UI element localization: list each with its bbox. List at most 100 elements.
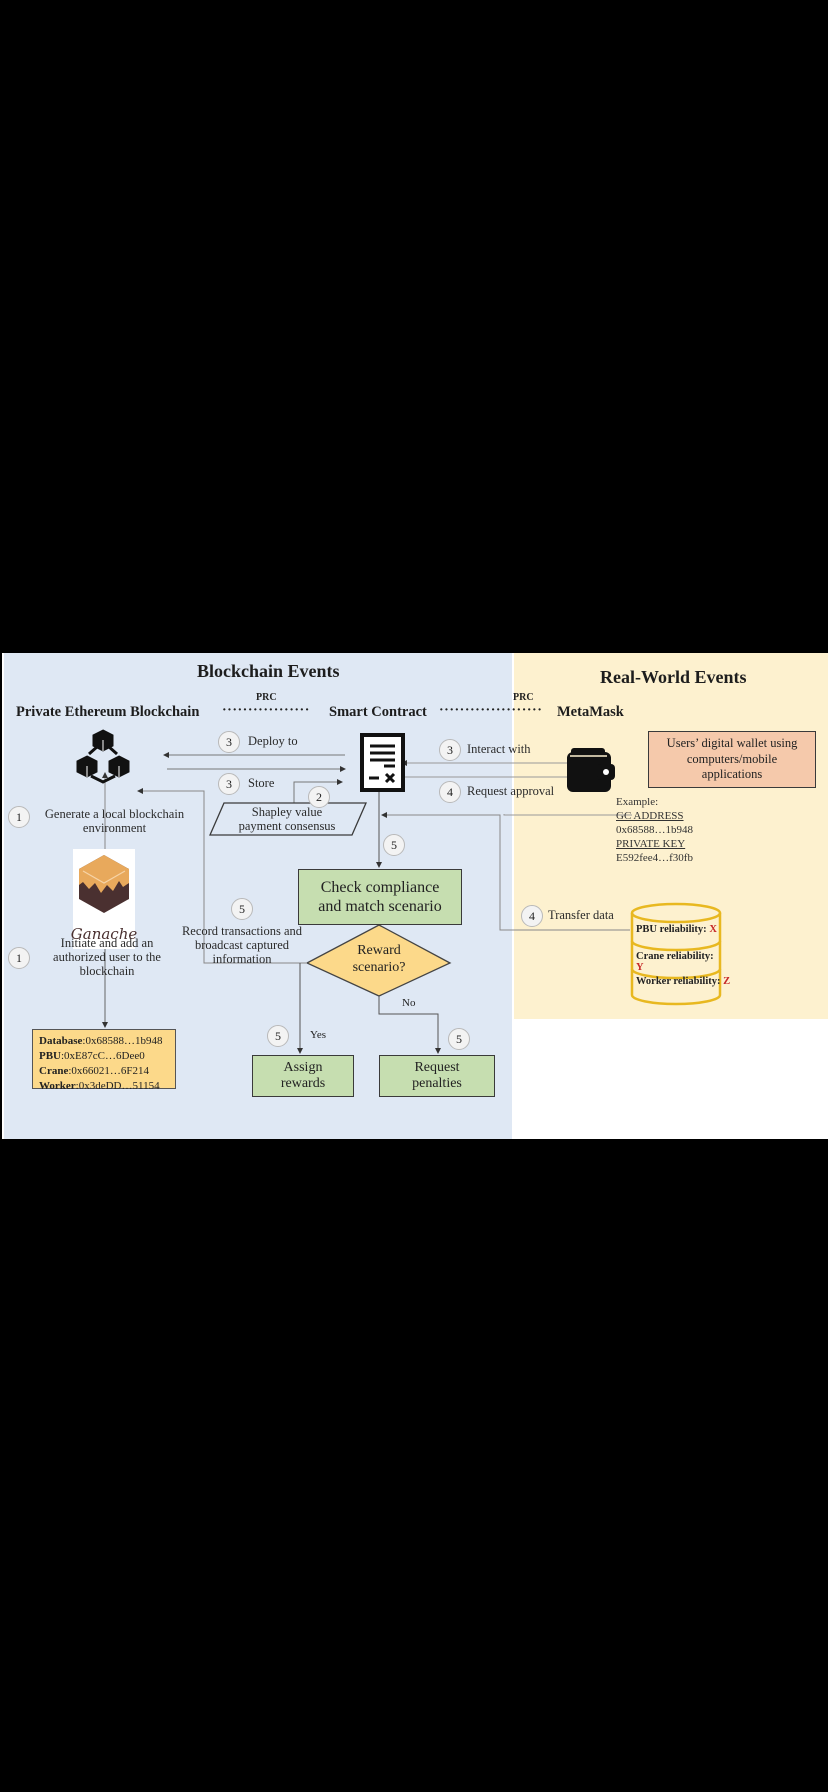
worker-reliability-label: Worker reliability:	[636, 976, 724, 987]
interact-with-label: Interact with	[467, 742, 531, 756]
assign-line-1: Assign	[283, 1059, 323, 1075]
account-name: PBU	[39, 1049, 61, 1062]
no-label: No	[402, 997, 416, 1009]
crane-reliability-value: Y	[636, 961, 644, 973]
gc-address-label: GC ADDRESS	[616, 810, 684, 823]
step-badge-shapley: 2	[308, 786, 330, 808]
record-line-1: Record transactions and	[181, 924, 303, 938]
smart-contract-icon	[360, 733, 405, 792]
wallet-example: Example: GC ADDRESS 0x68588…1b948 PRIVAT…	[616, 795, 693, 865]
step-badge-penalty: 5	[448, 1028, 470, 1050]
step-badge-request-approval: 4	[439, 781, 461, 803]
wallet-desc-line-1: Users’ digital wallet using	[666, 736, 798, 751]
step-badge-interact: 3	[439, 739, 461, 761]
arrow-no	[378, 996, 441, 1054]
deploy-to-label: Deploy to	[248, 734, 298, 748]
transfer-data-arrow	[381, 812, 630, 931]
pbu-reliability-value: X	[709, 924, 717, 935]
account-name: Database	[39, 1035, 83, 1047]
connectors: Ganache	[71, 729, 722, 1054]
initiate-line-1: Initiate and add an	[60, 936, 154, 950]
gc-address-value: 0x68588…1b948	[616, 824, 693, 837]
account-row: Worker:0x3deDD…51154	[39, 1079, 169, 1094]
request-penalties-node: Request penalties	[379, 1055, 495, 1097]
wallet-desc-line-3: applications	[701, 767, 763, 782]
private-key-value: E592fee4…f30fb	[616, 852, 693, 865]
initiate-user-label: Initiate and add an authorized user to t…	[42, 936, 172, 978]
worker-reliability: Worker reliability: Z	[636, 976, 730, 988]
architecture-diagram: Ganache Blockchain Events Real-World Eve…	[2, 653, 828, 1139]
decision-line-1: Reward	[357, 943, 401, 958]
accounts-box: Database:0x68588…1b948 PBU:0xE87cC…6Dee0…	[32, 1029, 176, 1092]
record-line-3: information	[212, 952, 272, 966]
account-row: Crane:0x66021…6F214	[39, 1064, 169, 1079]
crane-reliability: Crane reliability: Y	[636, 951, 714, 973]
blockchain-events-title: Blockchain Events	[197, 661, 340, 681]
transfer-data-label: Transfer data	[548, 908, 614, 922]
record-line-2: broadcast captured	[194, 938, 290, 952]
generate-line-2: environment	[82, 821, 147, 835]
check-compliance-node: Check compliance and match scenario	[298, 869, 462, 925]
metamask-label: MetaMask	[557, 704, 624, 720]
assign-rewards-node: Assign rewards	[252, 1055, 354, 1097]
penalty-line-2: penalties	[412, 1076, 462, 1091]
step-badge-deploy: 3	[218, 731, 240, 753]
step-badge-initiate: 1	[8, 947, 30, 969]
account-row: PBU:0xE87cC…6Dee0	[39, 1049, 169, 1064]
generate-line-1: Generate a local blockchain	[44, 807, 185, 821]
yes-label: Yes	[310, 1029, 327, 1041]
check-line-2: and match scenario	[318, 898, 442, 915]
account-address: :0xE87cC…6Dee0	[61, 1049, 145, 1062]
shapley-node-text: Shapley value payment consensus	[216, 805, 358, 833]
wallet-desc-line-2: computers/mobile	[686, 751, 778, 766]
account-address: :0x3deDD…51154	[75, 1079, 160, 1092]
account-address: :0x66021…6F214	[68, 1064, 150, 1077]
smart-contract-label: Smart Contract	[329, 704, 427, 720]
private-ethereum-blockchain-label: Private Ethereum Blockchain	[16, 704, 200, 720]
real-world-events-title: Real-World Events	[600, 667, 747, 687]
decision-text: Reward scenario?	[329, 943, 429, 977]
initiate-line-3: blockchain	[79, 964, 135, 978]
ganache-label: Ganache	[71, 925, 138, 943]
arrow-record-transactions	[137, 788, 307, 964]
prc-connector-left: ·················	[222, 703, 310, 718]
step-badge-generate: 1	[8, 806, 30, 828]
step-badge-assign: 5	[267, 1025, 289, 1047]
blockchain-network-icon	[76, 729, 130, 784]
step-badge-transfer: 4	[521, 905, 543, 927]
worker-reliability-value: Z	[723, 976, 731, 987]
record-transactions-label: Record transactions and broadcast captur…	[172, 924, 312, 966]
wallet-icon	[567, 748, 615, 792]
penalty-line-1: Request	[414, 1059, 460, 1075]
account-row: Database:0x68588…1b948	[39, 1034, 169, 1049]
crane-reliability-label: Crane reliability:	[636, 951, 714, 962]
account-name: Crane	[39, 1064, 69, 1077]
request-approval-label: Request approval	[467, 784, 555, 798]
example-label: Example:	[616, 796, 659, 808]
pbu-reliability-label: PBU reliability:	[636, 924, 710, 935]
wallet-description-box: Users’ digital wallet using computers/mo…	[648, 731, 816, 788]
step-badge-record: 5	[231, 898, 253, 920]
generate-blockchain-label: Generate a local blockchain environment	[32, 807, 197, 835]
assign-line-2: rewards	[280, 1076, 326, 1091]
private-key-label: PRIVATE KEY	[616, 838, 686, 851]
step-badge-store: 3	[218, 773, 240, 795]
real-world-events-panel	[514, 653, 828, 1019]
shapley-line-1: Shapley value	[251, 805, 323, 819]
prc-connector-right: ····················	[439, 703, 543, 718]
account-name: Worker	[39, 1079, 76, 1092]
step-badge-check: 5	[383, 834, 405, 856]
prc-label-left: PRC	[256, 692, 277, 703]
shapley-line-2: payment consensus	[238, 819, 336, 833]
prc-label-right: PRC	[513, 692, 534, 703]
ganache-logo: Ganache	[71, 849, 138, 949]
decision-line-2: scenario?	[352, 959, 406, 975]
check-line-1: Check compliance	[320, 878, 440, 896]
initiate-line-2: authorized user to the	[53, 950, 161, 964]
database-cylinder-icon	[630, 902, 722, 1006]
store-label: Store	[248, 776, 275, 790]
arrow-transfer-data	[503, 814, 632, 816]
account-address: :0x68588…1b948	[82, 1035, 163, 1047]
pbu-reliability: PBU reliability: X	[636, 924, 717, 936]
arrow-store	[293, 779, 343, 803]
